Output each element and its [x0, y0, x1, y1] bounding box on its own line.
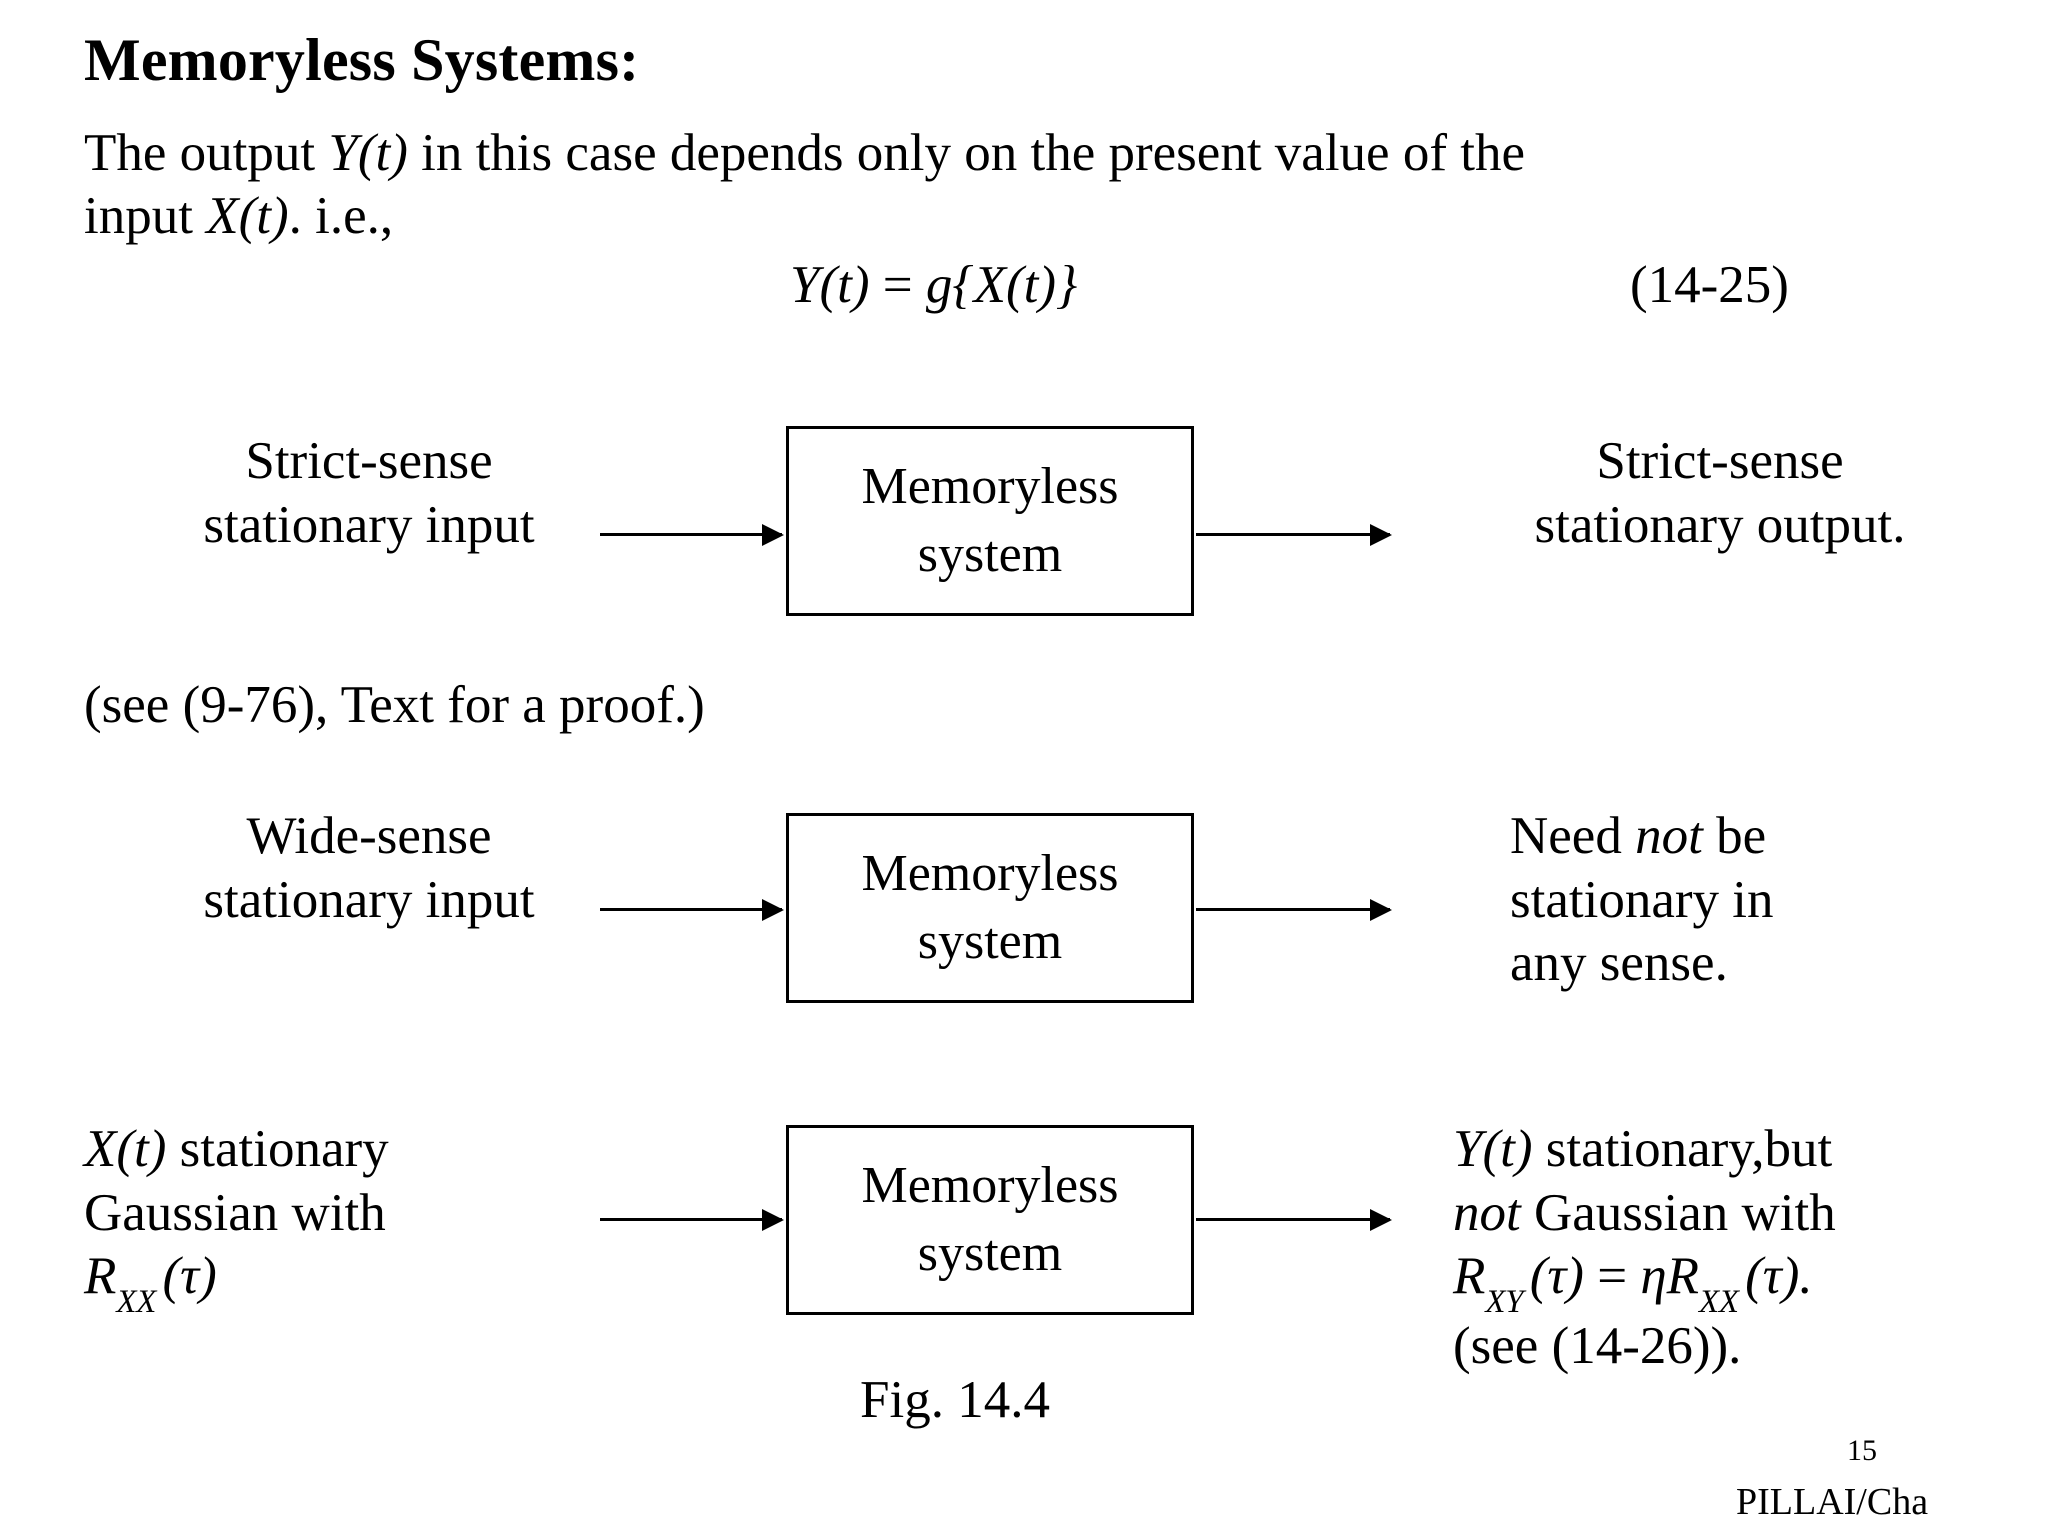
- row-gaussian-output-line-2: not Gaussian with: [1453, 1182, 2048, 1246]
- row-gaussian-input-autocorrelation-subscript: XX: [116, 1284, 157, 1320]
- row-wide-sense-output-arrow: [1196, 908, 1390, 911]
- row-gaussian-output-line-3-equation: RXY(τ) = ηRXX(τ).: [1453, 1245, 2048, 1320]
- intro-line-1-text-b: in this case depends only on the present…: [407, 124, 1525, 182]
- row-wide-sense-input-arrow: [600, 908, 782, 911]
- intro-line-1-variable: Y(t): [328, 124, 408, 182]
- row-wide-sense-input-line-2: stationary input: [203, 870, 535, 929]
- autocorrelation-symbol: R: [1666, 1247, 1700, 1306]
- row-gaussian-output-variable: Y(t): [1453, 1120, 1533, 1178]
- intro-line-2: input X(t). i.e.,: [84, 185, 1964, 248]
- intro-line-1-text-a: The output: [84, 124, 329, 182]
- row-wide-sense-box-label-line-1: Memoryless: [861, 845, 1119, 903]
- cross-correlation-symbol: R: [1453, 1247, 1486, 1306]
- row-wide-sense-output-line-1: Need not be: [1510, 805, 2030, 869]
- eta-symbol: η: [1640, 1247, 1667, 1306]
- equation-lhs-variable: Y: [790, 256, 820, 314]
- autocorrelation-subscript: XX: [1699, 1284, 1739, 1320]
- row-gaussian-box-label-line-2: system: [917, 1225, 1063, 1282]
- row-wide-sense-output-line-1-b: be: [1702, 807, 1767, 865]
- intro-line-2-text-b: . i.e.,: [288, 186, 394, 245]
- cross-correlation-subscript: XY: [1485, 1284, 1524, 1320]
- row-gaussian-input-line-2: Gaussian with: [84, 1183, 386, 1242]
- intro-paragraph: The output Y(t) in this case depends onl…: [84, 122, 1964, 247]
- intro-line-2-text-a: input: [84, 186, 207, 245]
- equation-function: g: [925, 256, 953, 314]
- page-title: Memoryless Systems:: [84, 27, 640, 93]
- row-gaussian-input-variable: X(t): [84, 1120, 167, 1178]
- row-wide-sense-output-label: Need not be stationary in any sense.: [1510, 805, 2030, 996]
- row-strict-sense-output-arrow: [1196, 533, 1390, 536]
- row-gaussian-system-box: Memoryless system: [786, 1125, 1194, 1315]
- row-gaussian-input-arrow: [600, 1218, 782, 1221]
- autocorrelation-argument: (τ).: [1745, 1247, 1813, 1306]
- row-wide-sense-input-line-1: Wide-sense: [246, 807, 492, 865]
- row-gaussian-input-autocorrelation-argument: (τ): [162, 1247, 217, 1306]
- equation-number: (14-25): [1630, 256, 1789, 314]
- row-wide-sense-output-line-1-a: Need: [1510, 807, 1636, 865]
- row-strict-sense-output-line-2: stationary output.: [1534, 495, 1906, 554]
- row-strict-sense-output-label: Strict-sense stationary output.: [1420, 430, 2020, 557]
- cross-correlation-relation: =: [1583, 1247, 1641, 1306]
- row-wide-sense-input-label: Wide-sense stationary input: [84, 805, 654, 932]
- row-gaussian-output-reference: (see (14-26)).: [1453, 1317, 1742, 1376]
- row-wide-sense-box-label-line-2: system: [917, 913, 1063, 970]
- row-strict-sense-output-line-1: Strict-sense: [1596, 432, 1844, 490]
- proof-note: (see (9-76), Text for a proof.): [84, 676, 705, 734]
- row-gaussian-input-line-1-rest: stationary: [166, 1120, 389, 1178]
- row-strict-sense-input-arrow: [600, 533, 782, 536]
- figure-label: Fig. 14.4: [860, 1371, 1050, 1429]
- row-strict-sense-input-line-2: stationary input: [203, 495, 535, 554]
- row-gaussian-input-label: X(t) stationary Gaussian with RXX(τ): [84, 1118, 644, 1320]
- row-strict-sense-box-label-line-1: Memoryless: [861, 458, 1119, 516]
- row-wide-sense-output-emphasis: not: [1635, 807, 1703, 865]
- row-strict-sense-system-box: Memoryless system: [786, 426, 1194, 616]
- credit-footer: PILLAI/Cha: [1736, 1481, 1929, 1523]
- equation-lhs-argument: (t): [819, 256, 870, 314]
- row-gaussian-output-line-1-rest: stationary,but: [1532, 1120, 1833, 1178]
- main-equation: Y(t) = g{X(t)}: [790, 255, 1077, 315]
- row-wide-sense-output-line-3: any sense.: [1510, 934, 1728, 993]
- row-strict-sense-box-label-line-2: system: [917, 526, 1063, 583]
- row-gaussian-output-arrow: [1196, 1218, 1390, 1221]
- equation-rhs: {X(t)}: [952, 256, 1078, 314]
- row-gaussian-output-line-1: Y(t) stationary,but: [1453, 1118, 2048, 1182]
- row-gaussian-output-line-2-rest: Gaussian with: [1520, 1183, 1836, 1242]
- row-wide-sense-system-box: Memoryless system: [786, 813, 1194, 1003]
- page-number: 15: [1847, 1434, 1877, 1467]
- equation-relation: =: [869, 256, 926, 314]
- intro-line-2-variable: X(t): [206, 186, 289, 245]
- row-strict-sense-input-line-1: Strict-sense: [245, 432, 493, 490]
- row-gaussian-output-emphasis: not: [1453, 1183, 1521, 1242]
- row-gaussian-input-line-1: X(t) stationary: [84, 1118, 644, 1182]
- row-gaussian-input-line-3: RXX(τ): [84, 1245, 644, 1320]
- row-gaussian-box-label-line-1: Memoryless: [861, 1157, 1119, 1215]
- intro-line-1: The output Y(t) in this case depends onl…: [84, 122, 1964, 185]
- row-gaussian-output-label: Y(t) stationary,but not Gaussian with RX…: [1453, 1118, 2048, 1379]
- cross-correlation-argument: (τ): [1529, 1247, 1584, 1306]
- row-strict-sense-input-label: Strict-sense stationary input: [84, 430, 654, 557]
- row-wide-sense-output-line-2: stationary in: [1510, 870, 1774, 929]
- row-gaussian-input-autocorrelation-symbol: R: [84, 1247, 117, 1306]
